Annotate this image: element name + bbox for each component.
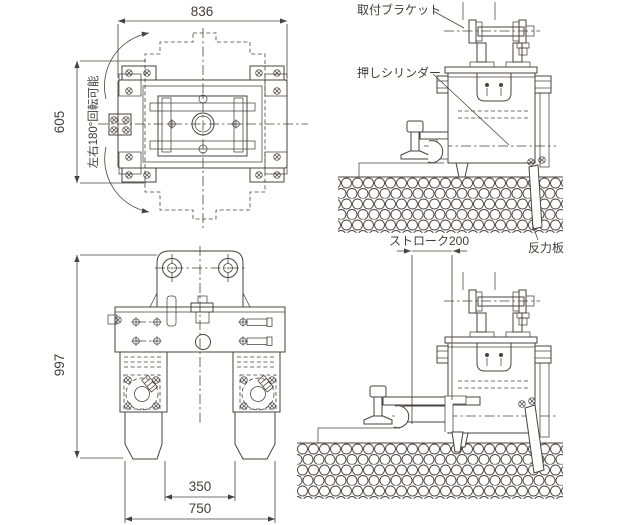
dim-997-label: 997 xyxy=(52,354,67,377)
plan-center-lines xyxy=(98,28,308,228)
side-clamp xyxy=(108,113,132,136)
rail-section-extended xyxy=(317,385,400,443)
reaction-plate-label: 反力板 xyxy=(528,241,564,255)
reaction-plate-lower xyxy=(518,397,545,474)
dim-350-label: 350 xyxy=(189,479,212,494)
ballast-lower xyxy=(297,442,563,499)
dim-750-label: 750 xyxy=(189,501,212,516)
mounting-bracket-callout: 取付ブラケット xyxy=(357,2,465,29)
base-plate xyxy=(107,306,286,353)
plan-view: 836 605 左右180°回転可能 xyxy=(52,4,308,228)
pusher-hook-retracted xyxy=(419,131,449,164)
dim-350: 350 xyxy=(164,461,236,501)
reaction-plate-upper xyxy=(527,156,546,230)
ballast-upper xyxy=(338,176,563,233)
push-cylinder-label: 押しシリンダー xyxy=(357,65,441,80)
dim-836: 836 xyxy=(117,4,288,78)
rotated-position-phantom-outline xyxy=(144,32,266,220)
dim-836-label: 836 xyxy=(191,4,214,19)
push-cylinder-callout: 押しシリンダー xyxy=(357,65,510,146)
dim-605: 605 xyxy=(52,60,146,184)
dim-750: 750 xyxy=(124,461,276,523)
dim-997: 997 xyxy=(52,254,157,459)
side-view-extended: ストローク200 反力板 xyxy=(297,222,564,499)
right-leg xyxy=(232,351,281,460)
dim-stroke-200: ストローク200 xyxy=(389,234,469,424)
reaction-plate-callout: 反力板 xyxy=(528,222,564,255)
machine-side-body xyxy=(436,1,552,178)
stroke-dim-label: ストローク200 xyxy=(389,234,469,248)
dim-605-label: 605 xyxy=(52,111,67,134)
pusher-rod-extended xyxy=(382,395,481,453)
rail-section-retracted xyxy=(358,120,444,177)
rotation-capability-label: 左右180°回転可能 xyxy=(86,75,100,168)
front-view: 997 350 750 xyxy=(52,246,286,523)
rotation-arrows xyxy=(104,31,150,214)
mounting-bracket-label: 取付ブラケット xyxy=(357,2,441,17)
side-view-retracted: 取付ブラケット 押しシリンダー xyxy=(338,1,563,233)
left-leg xyxy=(119,351,168,460)
